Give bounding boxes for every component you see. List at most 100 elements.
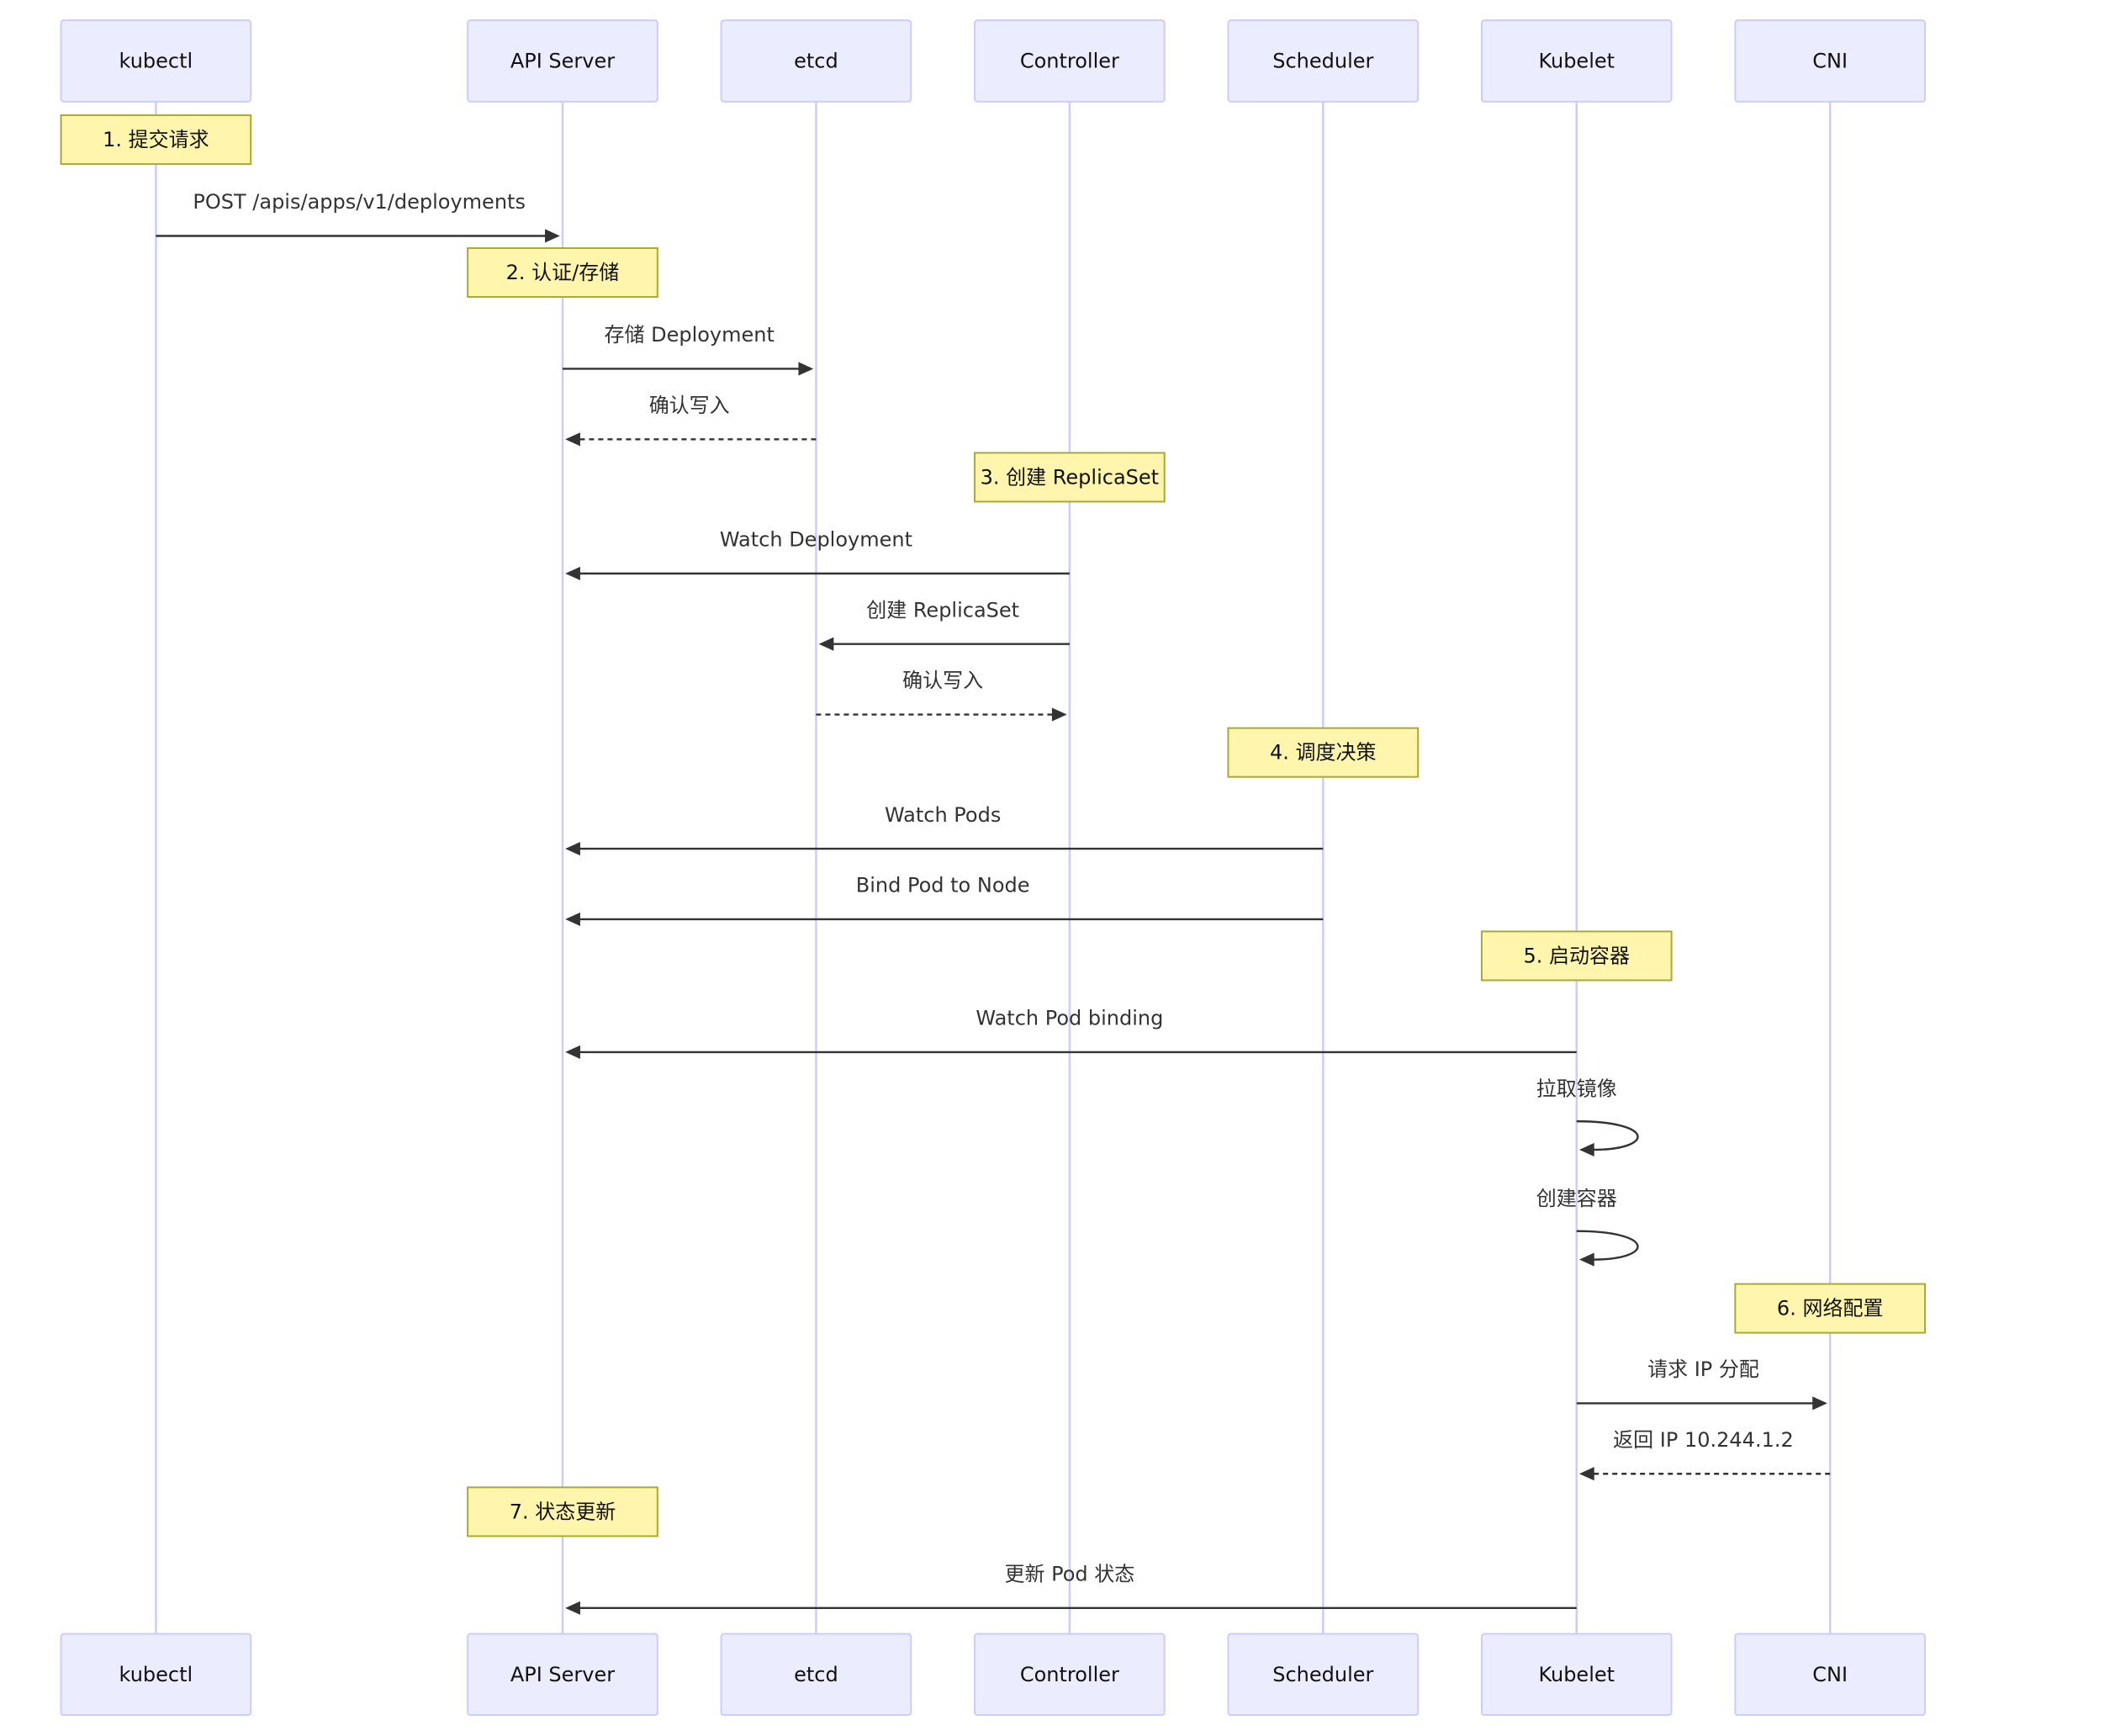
events: 1. 提交请求 POST /apis/apps/v1/deployments 2. … [60,114,1927,1615]
actor-scheduler-top: Scheduler [1227,19,1420,103]
message: 请求 IP 分配 [1576,1358,1827,1410]
arrowhead [565,566,580,580]
actor-label: etcd [794,50,838,73]
actor-kubectl-top: kubectl [60,19,252,103]
actor-api-bottom: API Server [467,1633,658,1717]
arrowhead [1578,1467,1594,1481]
message-label: 确认写入 [649,394,730,417]
self-message-label: 拉取镜像 [1536,1077,1617,1100]
actor-label: kubectl [119,1663,193,1686]
actor-box [1227,1633,1420,1717]
note-label: 6. 网络配置 [1777,1297,1884,1321]
self-message: 创建容器 [1536,1187,1639,1267]
note-box [60,114,252,166]
actor-label: CNI [1812,1663,1848,1686]
arrowhead [798,362,814,376]
message-label: 请求 IP 分配 [1647,1358,1759,1381]
note: 7. 状态更新 [467,1486,658,1538]
actors-top: kubectl API Server etcd Controller Scheduler… [60,19,1927,103]
message: 返回 IP 10.244.1.2 [1578,1428,1831,1481]
self-loop [1576,1230,1639,1261]
actor-box [1480,1633,1673,1717]
actor-label: API Server [510,1663,615,1686]
actor-cni-top: CNI [1734,19,1927,103]
message-label: 确认写入 [902,669,983,692]
note-label: 7. 状态更新 [510,1500,616,1523]
message-label: Watch Deployment [720,528,912,552]
arrowhead [1578,1252,1594,1267]
actor-kubelet-bottom: Kubelet [1480,1633,1673,1717]
arrowhead [1578,1142,1594,1157]
message-label: 返回 IP 10.244.1.2 [1613,1428,1794,1452]
actor-box [720,19,912,103]
arrowhead [1812,1396,1827,1410]
actor-box [974,1633,1166,1717]
message-label: 更新 Pod 状态 [1004,1563,1134,1586]
note-box [1480,930,1673,982]
arrowhead [565,912,580,926]
actors-bottom: kubectl API Server etcd Controller Scheduler… [60,1633,1927,1717]
arrowhead [565,1601,580,1615]
actor-label: Kubelet [1538,50,1615,73]
actor-box [60,1633,252,1717]
message-label: POST /apis/apps/v1/deployments [193,190,526,214]
actor-box [1734,1633,1927,1717]
note: 4. 调度决策 [1227,727,1420,778]
arrowhead [545,229,560,243]
actor-box [1227,19,1420,103]
message: 确认写入 [565,394,817,447]
actor-box [1734,19,1927,103]
note-box [467,246,658,299]
self-message-label: 创建容器 [1536,1187,1617,1210]
actor-label: CNI [1812,50,1848,73]
message: 确认写入 [816,669,1067,722]
actor-label: Kubelet [1538,1663,1615,1686]
arrowhead [1051,707,1067,722]
lifelines [155,101,1832,1634]
note-label: 1. 提交请求 [103,128,209,151]
message: Bind Pod to Node [565,874,1324,926]
actor-label: Controller [1020,50,1119,73]
actor-box [974,19,1166,103]
actor-box [467,19,658,103]
actor-label: Scheduler [1272,1663,1373,1686]
message-label: Bind Pod to Node [856,874,1030,897]
actor-label: API Server [510,50,615,73]
note-label: 4. 调度决策 [1270,741,1377,765]
actor-box [60,19,252,103]
message-label: 创建 ReplicaSet [866,598,1019,622]
note-box [467,1486,658,1538]
arrowhead [818,637,834,651]
actor-kubelet-top: Kubelet [1480,19,1673,103]
message-label: Watch Pod binding [976,1007,1163,1030]
message: Watch Deployment [565,528,1070,580]
message: 更新 Pod 状态 [565,1563,1577,1615]
actor-label: etcd [794,1663,838,1686]
actor-scheduler-bottom: Scheduler [1227,1633,1420,1717]
note: 5. 启动容器 [1480,930,1673,982]
note: 3. 创建 ReplicaSet [974,452,1166,503]
actor-api-top: API Server [467,19,658,103]
actor-etcd-bottom: etcd [720,1633,912,1717]
actor-controller-top: Controller [974,19,1166,103]
message: POST /apis/apps/v1/deployments [156,190,560,243]
message: 创建 ReplicaSet [818,598,1070,651]
actor-box [720,1633,912,1717]
actor-label: Scheduler [1272,50,1373,73]
message: 存储 Deployment [562,323,814,376]
note-label: 3. 创建 ReplicaSet [981,465,1159,489]
actor-box [1480,19,1673,103]
note-box [1734,1283,1927,1334]
message-label: 存储 Deployment [604,323,774,347]
note-label: 5. 启动容器 [1523,944,1630,967]
note: 6. 网络配置 [1734,1283,1927,1334]
actor-controller-bottom: Controller [974,1633,1166,1717]
note: 2. 认证/存储 [467,246,658,299]
actor-label: Controller [1020,1663,1119,1686]
message: Watch Pods [565,803,1324,856]
arrowhead [565,432,580,447]
note-box [1227,727,1420,778]
message-label: Watch Pods [885,803,1001,827]
arrowhead [565,842,580,856]
